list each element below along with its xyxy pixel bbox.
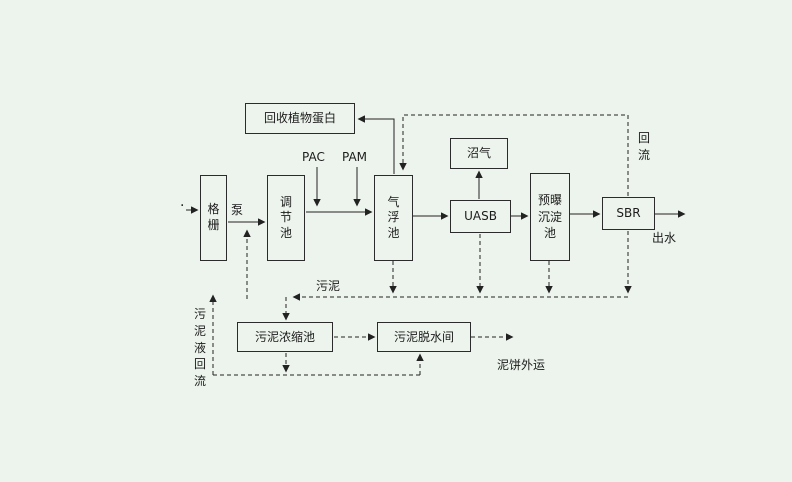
sludge-thickener-label: 污泥浓缩池 — [254, 329, 315, 344]
biogas-label: 沼气 — [466, 146, 491, 161]
mudcake-out-label: 泥饼外运 — [497, 358, 546, 372]
sludge-label: 污泥 — [316, 279, 341, 293]
pac-label: PAC — [302, 150, 325, 164]
flotation-tank-label: 气浮池 — [387, 194, 400, 240]
uasb-box: UASB — [450, 200, 511, 233]
flotation-to-protein-arrow — [357, 115, 395, 174]
regulating-tank-box: 调节池 — [267, 175, 305, 261]
inlet-dot: · — [180, 198, 185, 214]
sbr-box: SBR — [602, 197, 655, 230]
grid-label: 格栅 — [207, 202, 220, 232]
flotation-tank-box: 气浮池 — [374, 175, 413, 261]
sbr-label: SBR — [616, 206, 641, 221]
sludge-thickener-box: 污泥浓缩池 — [237, 322, 333, 352]
pre-aeration-sedimentation-box: 预曝 沉淀 池 — [530, 173, 570, 261]
biogas-box: 沼气 — [450, 138, 508, 169]
sbr-reflux-to-flotation-dashed — [399, 114, 629, 196]
pam-label: PAM — [342, 150, 368, 164]
effluent-label: 出水 — [652, 231, 677, 245]
reflux-label: 回流 — [637, 131, 650, 162]
protein-recovery-label: 回收植物蛋白 — [263, 111, 336, 126]
uasb-label: UASB — [464, 209, 497, 224]
sludge-liquid-reflux-label: 污泥液回流 — [193, 307, 206, 389]
sludge-dewatering-label: 污泥脱水间 — [393, 329, 454, 344]
grid-box: 格栅 — [200, 175, 227, 261]
regulating-tank-label: 调节池 — [279, 194, 292, 240]
protein-recovery-box: 回收植物蛋白 — [245, 103, 355, 134]
pump-label: 泵 — [231, 203, 244, 217]
sludge-dewatering-box: 污泥脱水间 — [377, 322, 471, 352]
pre-aeration-sedimentation-label: 预曝 沉淀 池 — [537, 192, 562, 241]
